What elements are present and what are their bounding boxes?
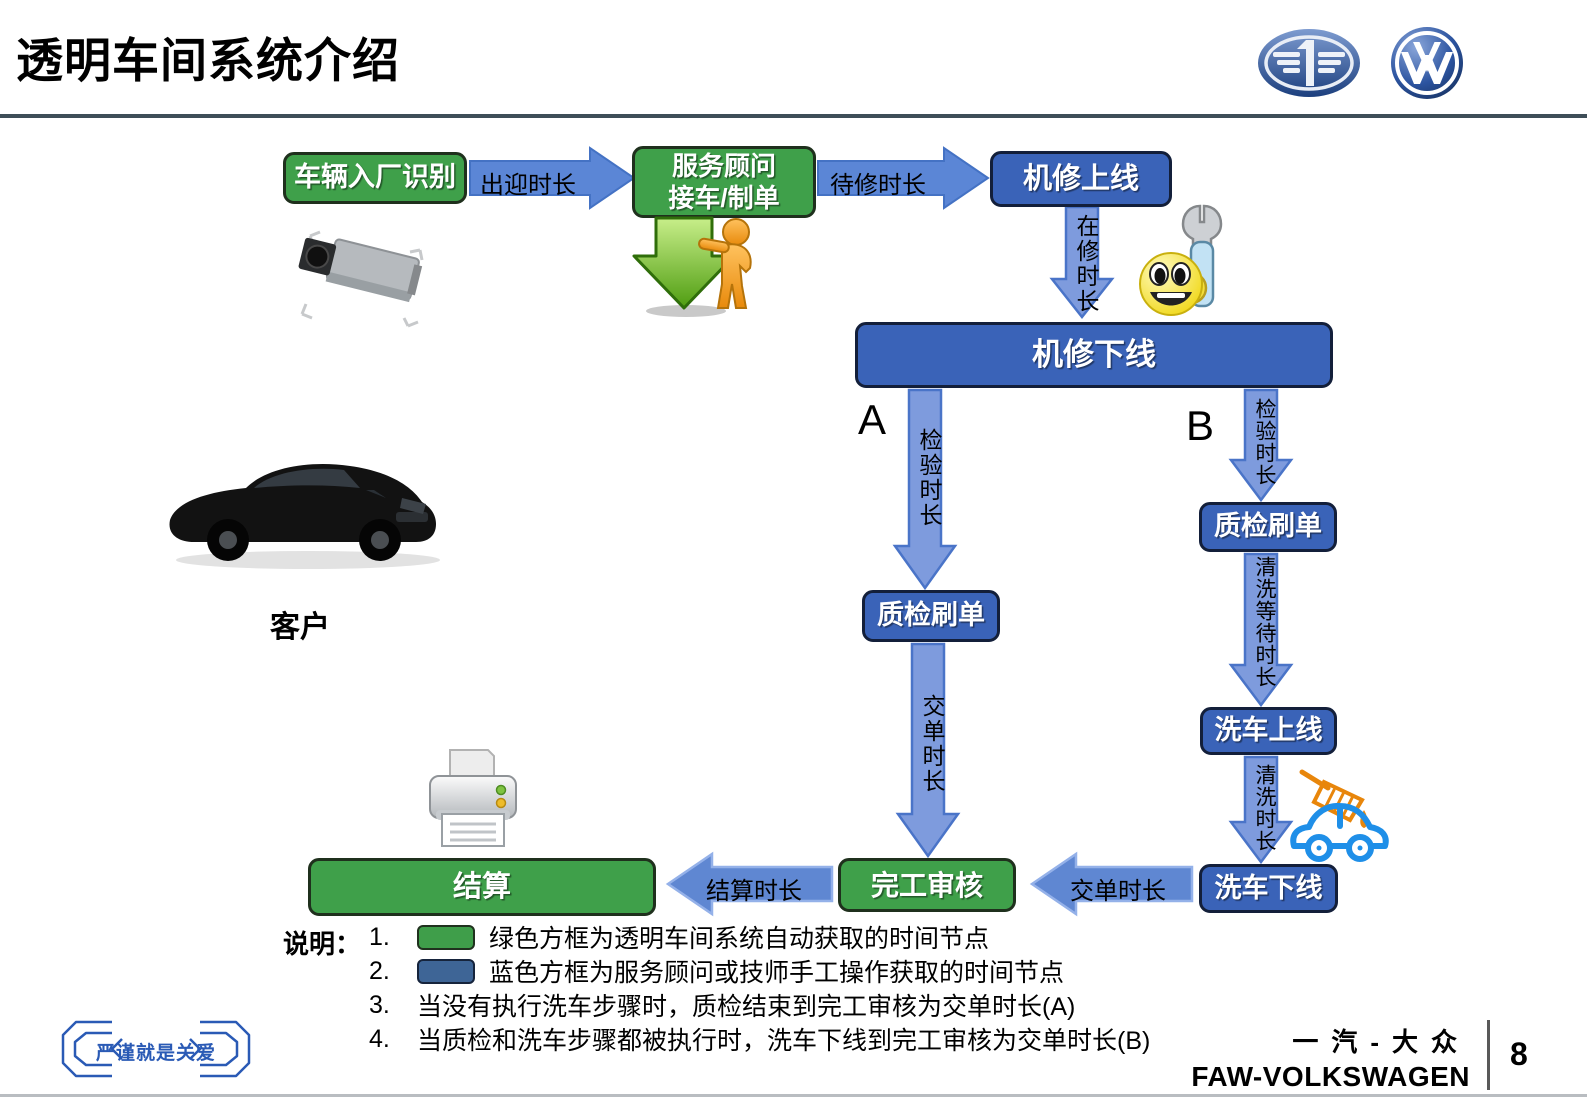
footer-divider [1487, 1020, 1490, 1090]
legend-item-2: 2. 蓝色方框为服务顾问或技师手工操作获取的时间节点 [369, 954, 1333, 988]
legend: 说明： 1. 绿色方框为透明车间系统自动获取的时间节点 2. 蓝色方框为服务顾问… [283, 920, 1333, 1056]
node-repair-start: 机修上线 [990, 151, 1172, 207]
slogan-badge-icon [61, 1020, 251, 1078]
node-qc-b-label: 质检刷单 [1214, 511, 1322, 542]
node-wash-start: 洗车上线 [1200, 707, 1337, 755]
faw-logo-icon [1258, 29, 1360, 97]
legend-item-2-text: 蓝色方框为服务顾问或技师手工操作获取的时间节点 [489, 959, 1065, 987]
arrow-label-in-repair: 在修时长 [1073, 214, 1099, 314]
branch-b-label: B [1186, 402, 1215, 449]
brand-name-cn: 一汽-大众 [1292, 1027, 1470, 1057]
legend-item-3: 3. 当没有执行洗车步骤时，质检结束到完工审核为交单时长(A) [369, 988, 1333, 1022]
node-repair-end: 机修下线 [855, 322, 1333, 388]
arrow-label-settlement: 结算时长 [706, 878, 802, 905]
brand-logos [1256, 26, 1464, 100]
branch-a-label: A [858, 396, 887, 443]
customer-label: 客户 [270, 611, 330, 644]
legend-item-4: 4. 当质检和洗车步骤都被执行时，洗车下线到完工审核为交单时长(B) [369, 1022, 1333, 1056]
page-title: 透明车间系统介绍 [16, 34, 400, 87]
printer-icon [429, 749, 517, 847]
arrow-label-greeting: 出迎时长 [480, 172, 576, 199]
page-number: 8 [1510, 1036, 1528, 1072]
node-service-advisor-line2: 接车/制单 [668, 183, 780, 213]
arrow-washing [1228, 755, 1294, 865]
footer-brand: 一汽-大众 FAW-VOLKSWAGEN [1150, 1022, 1470, 1093]
legend-heading: 说明： [283, 929, 362, 959]
service-advisor-icon [632, 216, 752, 317]
arrow-label-delivery-a: 交单时长 [919, 694, 945, 794]
node-repair-end-label: 机修下线 [1032, 336, 1156, 372]
node-wash-end: 洗车下线 [1199, 864, 1338, 913]
node-vehicle-entry-label: 车辆入厂识别 [294, 162, 456, 193]
node-wash-end-label: 洗车下线 [1214, 872, 1323, 903]
arrow-label-delivery-b: 交单时长 [1070, 878, 1166, 905]
brand-name-en: FAW-VOLKSWAGEN [1191, 1061, 1470, 1092]
slogan-text: 严谨就是关爱 [95, 1043, 216, 1064]
arrow-label-washing: 清洗时长 [1253, 764, 1276, 852]
node-service-advisor: 服务顾问 接车/制单 [632, 146, 816, 218]
legend-item-4-number: 4. [369, 1024, 390, 1053]
mechanic-icon [1139, 204, 1223, 316]
arrow-label-inspection-a: 检验时长 [916, 428, 942, 528]
bottom-divider [0, 1094, 1587, 1097]
node-completion-review: 完工审核 [838, 858, 1016, 912]
arrow-label-wash-wait: 清洗等待时长 [1253, 556, 1276, 688]
node-service-advisor-line1: 服务顾问 [671, 150, 776, 181]
legend-item-2-number: 2. [369, 956, 390, 985]
security-camera-image [298, 230, 424, 328]
header-divider [0, 114, 1587, 118]
node-wash-start-label: 洗车上线 [1214, 715, 1323, 746]
legend-item-1-number: 1. [369, 922, 390, 951]
car-wash-icon [1290, 769, 1389, 862]
vw-logo-icon [1391, 27, 1463, 99]
arrow-label-inspection-b: 检验时长 [1253, 398, 1276, 486]
legend-item-3-text: 当没有执行洗车步骤时，质检结束到完工审核为交单时长(A) [417, 993, 1076, 1021]
legend-item-1-text: 绿色方框为透明车间系统自动获取的时间节点 [489, 925, 990, 953]
blue-swatch-icon [417, 958, 475, 984]
node-settlement: 结算 [308, 858, 656, 916]
arrow-greeting [469, 146, 636, 210]
arrow-inspection-b [1228, 388, 1294, 503]
node-qc-a-label: 质检刷单 [877, 600, 985, 631]
node-qc-a: 质检刷单 [862, 590, 1000, 642]
node-repair-start-label: 机修上线 [1022, 162, 1139, 195]
node-qc-b: 质检刷单 [1199, 502, 1337, 552]
customer-car-image [169, 464, 440, 569]
node-vehicle-entry: 车辆入厂识别 [283, 152, 467, 204]
arrow-inspection-a [892, 388, 958, 591]
green-swatch-icon [417, 924, 475, 950]
legend-item-1: 1. 绿色方框为透明车间系统自动获取的时间节点 [369, 920, 1333, 954]
arrow-in-repair [1049, 205, 1115, 320]
arrow-delivery-a [895, 642, 961, 859]
arrow-label-waiting: 待修时长 [830, 172, 926, 199]
arrow-wash-wait [1228, 552, 1294, 708]
arrow-waiting [817, 146, 990, 210]
legend-item-3-number: 3. [369, 990, 390, 1019]
legend-item-4-text: 当质检和洗车步骤都被执行时，洗车下线到完工审核为交单时长(B) [417, 1027, 1151, 1055]
node-settlement-label: 结算 [452, 870, 511, 903]
arrow-delivery-b [1029, 851, 1194, 917]
node-completion-review-label: 完工审核 [870, 869, 983, 901]
arrow-settlement [665, 851, 834, 917]
